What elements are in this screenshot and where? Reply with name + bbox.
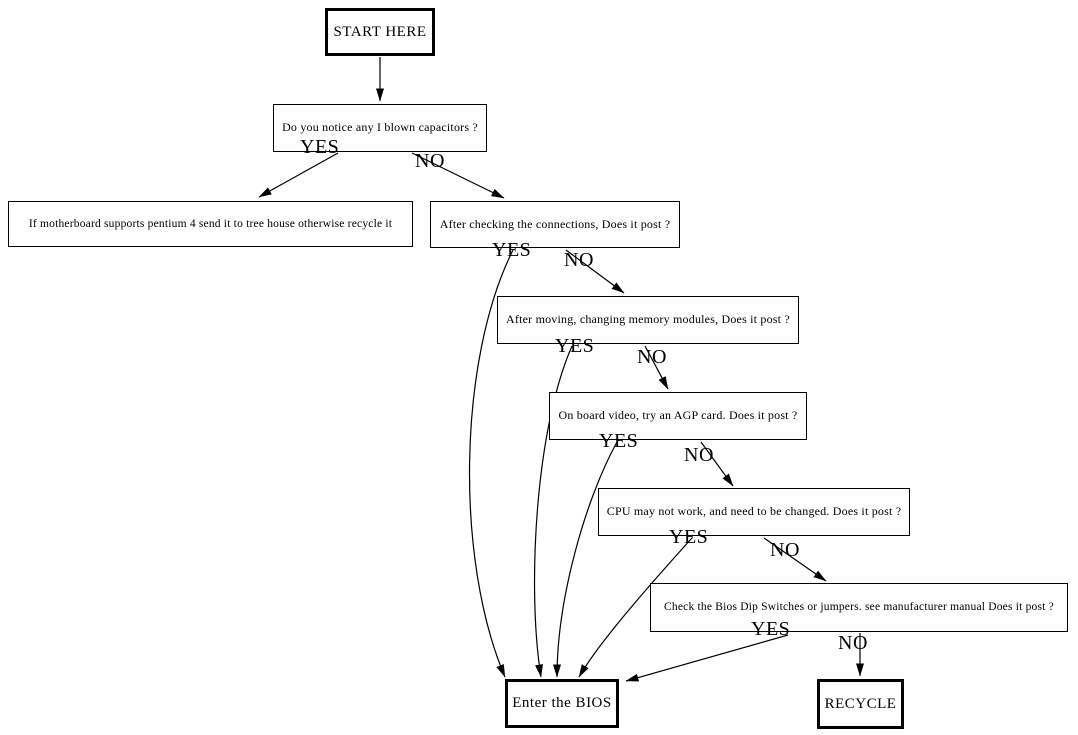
edge-yes-cpu-to-bios (578, 537, 693, 678)
node-memory-modules: After moving, changing memory modules, D… (497, 296, 799, 344)
node-recycle: RECYCLE (817, 679, 904, 729)
node-blown-capacitors: Do you notice any I blown capacitors ? (273, 104, 487, 152)
edge-yes-connections-to-bios (468, 249, 514, 678)
edge-yes-video-to-bios (553, 441, 618, 678)
node-onboard-video: On board video, try an AGP card. Does it… (549, 392, 807, 440)
node-start: START HERE (325, 8, 435, 56)
edge-no-capacitors-to-connections (411, 152, 505, 199)
node-dip-switches: Check the Bios Dip Switches or jumpers. … (650, 583, 1068, 632)
node-check-connections: After checking the connections, Does it … (430, 201, 680, 248)
edge-yes-dip-to-bios (625, 634, 789, 682)
edge-no-memory-to-video (644, 345, 669, 390)
edge-yes-capacitors-to-pentium4 (258, 152, 339, 198)
node-cpu-change: CPU may not work, and need to be changed… (598, 488, 910, 536)
edge-no-cpu-to-dip (763, 537, 827, 582)
node-pentium4-tree-house: If motherboard supports pentium 4 send i… (8, 201, 413, 247)
edge-no-connections-to-memory (565, 249, 625, 294)
edge-no-video-to-cpu (700, 441, 734, 487)
node-enter-bios: Enter the BIOS (505, 679, 619, 728)
edge-yes-memory-to-bios (533, 345, 573, 678)
